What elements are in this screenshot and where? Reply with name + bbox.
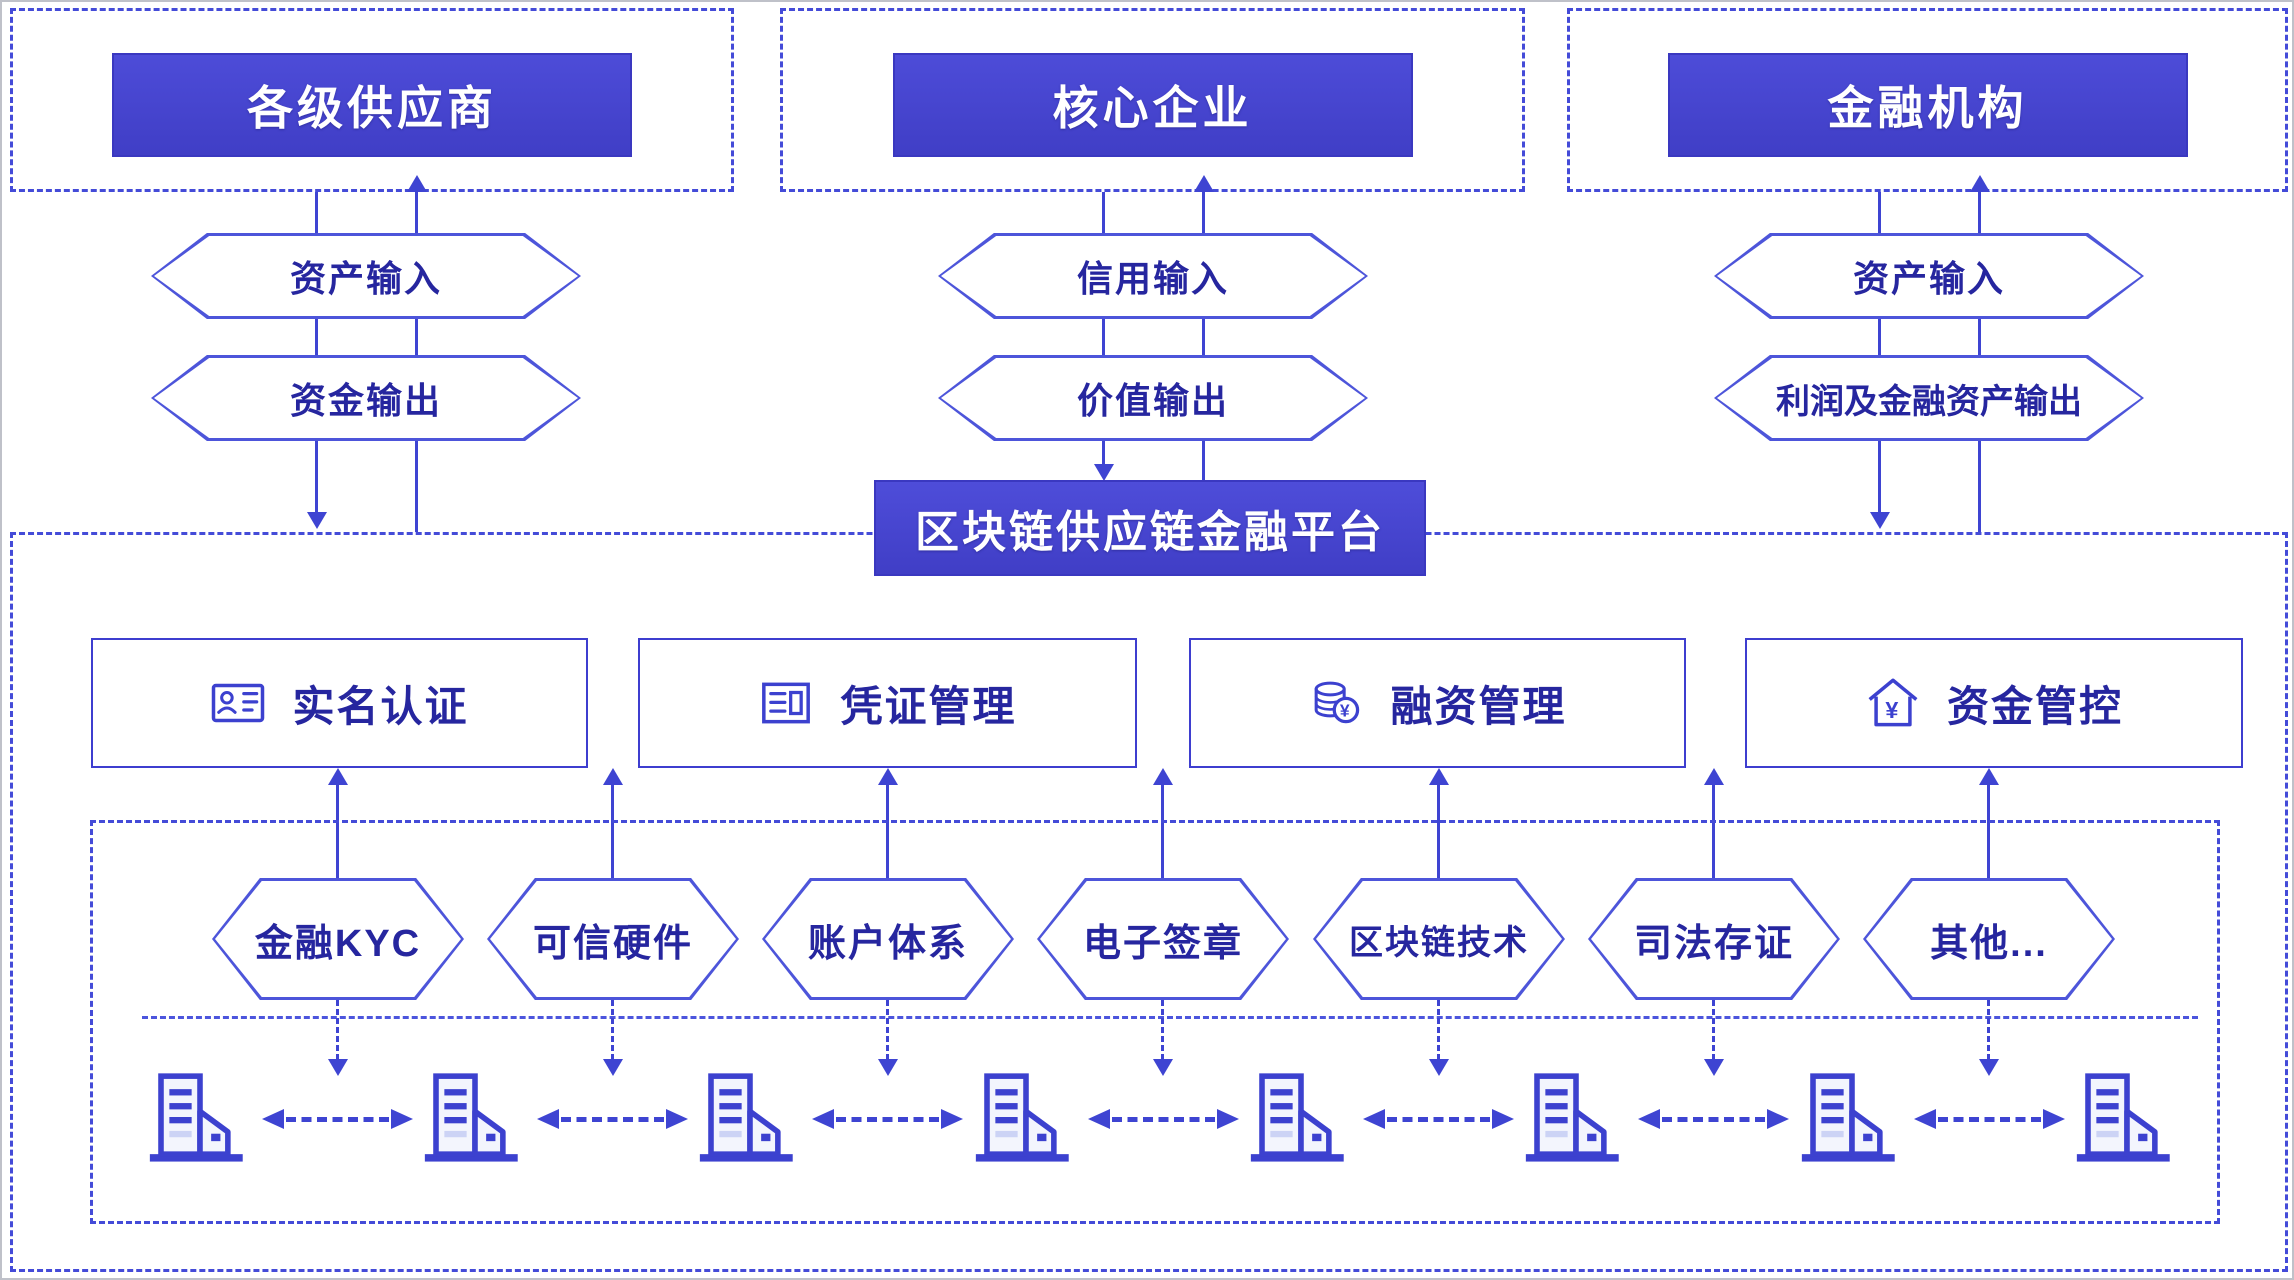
flow-credit-input: 信用输入 bbox=[938, 233, 1368, 319]
dashed-down-arrow bbox=[1428, 1000, 1449, 1076]
house-yuan-icon: ¥ bbox=[1868, 678, 1918, 727]
tech-financial-kyc: 金融KYC bbox=[212, 878, 464, 1000]
building-icon bbox=[423, 1070, 527, 1164]
dashed-down-arrow bbox=[1703, 1000, 1724, 1076]
voucher-document-icon bbox=[762, 682, 811, 724]
up-arrow bbox=[327, 768, 348, 878]
platform-title: 区块链供应链金融平台 bbox=[874, 480, 1426, 576]
down-flow-line bbox=[1102, 192, 1105, 234]
technology-container bbox=[90, 820, 2220, 1224]
svg-text:¥: ¥ bbox=[1885, 697, 1900, 723]
svg-text:¥: ¥ bbox=[1340, 700, 1352, 720]
double-arrow bbox=[537, 1109, 688, 1129]
module-financing-management: ¥ 融资管理 bbox=[1189, 638, 1686, 768]
double-arrow bbox=[812, 1109, 963, 1129]
down-flow-line bbox=[315, 192, 318, 234]
double-arrow bbox=[1088, 1109, 1239, 1129]
suppliers-group-container: 各级供应商 bbox=[10, 8, 734, 192]
down-arrow bbox=[306, 441, 327, 529]
module-label: 资金管控 bbox=[1946, 682, 2123, 730]
tech-electronic-signature: 电子签章 bbox=[1037, 878, 1289, 1000]
flow-line bbox=[1102, 319, 1105, 355]
building-icon bbox=[974, 1070, 1078, 1164]
down-arrow bbox=[1093, 441, 1114, 481]
tech-others: 其他... bbox=[1863, 878, 2115, 1000]
flow-line bbox=[1202, 441, 1205, 482]
double-arrow bbox=[1914, 1109, 2065, 1129]
dashed-down-arrow bbox=[1978, 1000, 1999, 1076]
module-fund-control: ¥ 资金管控 bbox=[1745, 638, 2243, 768]
flow-line bbox=[1978, 441, 1981, 532]
building-icon bbox=[148, 1070, 252, 1164]
up-arrow bbox=[1193, 175, 1214, 234]
tech-blockchain: 区块链技术 bbox=[1313, 878, 1565, 1000]
tech-trusted-hardware: 可信硬件 bbox=[487, 878, 739, 1000]
flow-value-output: 价值输出 bbox=[938, 355, 1368, 441]
flow-line bbox=[1878, 319, 1881, 355]
flow-profit-output: 利润及金融资产输出 bbox=[1714, 355, 2144, 441]
dashed-down-arrow bbox=[327, 1000, 348, 1076]
flow-line bbox=[415, 319, 418, 355]
up-arrow bbox=[602, 768, 623, 878]
module-label: 融资管理 bbox=[1390, 682, 1567, 730]
core-enterprise-group-container: 核心企业 bbox=[780, 8, 1525, 192]
up-arrow bbox=[877, 768, 898, 878]
tech-judicial-evidence: 司法存证 bbox=[1588, 878, 1840, 1000]
flow-asset-input-suppliers: 资产输入 bbox=[151, 233, 581, 319]
double-arrow bbox=[262, 1109, 413, 1129]
separator-dashed-line bbox=[142, 1016, 2198, 1019]
financial-institution-group-container: 金融机构 bbox=[1567, 8, 2288, 192]
up-arrow bbox=[1978, 768, 1999, 878]
double-arrow bbox=[1638, 1109, 1789, 1129]
module-real-name-auth: 实名认证 bbox=[91, 638, 588, 768]
coins-yuan-icon: ¥ bbox=[1315, 681, 1360, 724]
id-card-icon bbox=[212, 683, 265, 723]
flow-line bbox=[1978, 319, 1981, 355]
tech-account-system: 账户体系 bbox=[762, 878, 1014, 1000]
up-arrow bbox=[406, 175, 427, 234]
building-icon bbox=[2075, 1070, 2179, 1164]
flow-fund-output-suppliers: 资金输出 bbox=[151, 355, 581, 441]
up-arrow bbox=[1428, 768, 1449, 878]
core-enterprise-title: 核心企业 bbox=[892, 53, 1413, 157]
module-label: 实名认证 bbox=[292, 682, 469, 730]
flow-line bbox=[1202, 319, 1205, 355]
dashed-down-arrow bbox=[877, 1000, 898, 1076]
building-icon bbox=[1249, 1070, 1353, 1164]
up-arrow bbox=[1703, 768, 1724, 878]
down-arrow bbox=[1869, 441, 1890, 529]
building-icon bbox=[1800, 1070, 1904, 1164]
down-flow-line bbox=[1878, 192, 1881, 234]
building-icon bbox=[698, 1070, 802, 1164]
module-label: 凭证管理 bbox=[840, 682, 1017, 730]
flow-line bbox=[315, 319, 318, 355]
module-voucher-management: 凭证管理 bbox=[638, 638, 1137, 768]
building-icon bbox=[1524, 1070, 1628, 1164]
flow-line bbox=[415, 441, 418, 532]
up-arrow bbox=[1969, 175, 1990, 234]
dashed-down-arrow bbox=[602, 1000, 623, 1076]
flow-asset-input-finance: 资产输入 bbox=[1714, 233, 2144, 319]
dashed-down-arrow bbox=[1152, 1000, 1173, 1076]
double-arrow bbox=[1363, 1109, 1514, 1129]
up-arrow bbox=[1152, 768, 1173, 878]
financial-institution-title: 金融机构 bbox=[1667, 53, 2188, 157]
suppliers-title: 各级供应商 bbox=[112, 53, 632, 157]
